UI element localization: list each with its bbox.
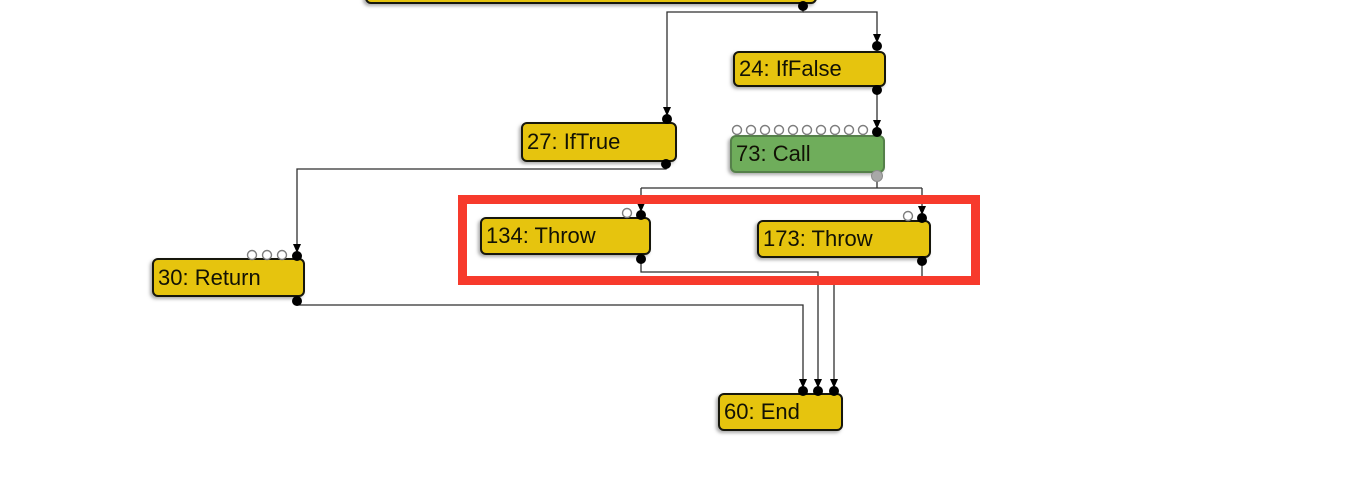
node-60-end[interactable]: 60: End [718, 393, 843, 431]
node-24-iffalse[interactable]: 24: IfFalse [733, 51, 886, 87]
open-port-icon [759, 124, 771, 136]
open-port-icon [815, 124, 827, 136]
open-port-icon [731, 124, 743, 136]
open-port-icon [829, 124, 841, 136]
edge-173-to-60 [833, 261, 923, 380]
node-73-call[interactable]: 73: Call [730, 135, 885, 173]
open-port-icon [801, 124, 813, 136]
edge-arrowhead-icon [918, 206, 926, 215]
edge-arrowhead-icon [873, 120, 881, 129]
edge-134-to-60 [640, 259, 819, 380]
port-dot [292, 296, 302, 306]
node-173-throw[interactable]: 173: Throw [757, 220, 931, 258]
node-top-partial[interactable] [365, 0, 817, 4]
node-134-throw[interactable]: 134: Throw [480, 217, 651, 255]
port-dot [872, 41, 882, 51]
edge-top-to-24 [803, 11, 878, 35]
edge-arrowhead-icon [663, 107, 671, 116]
open-port-icon [787, 124, 799, 136]
open-port-icon [857, 124, 869, 136]
edge-30-to-60 [296, 301, 804, 380]
open-port-icon [745, 124, 757, 136]
edge-arrowhead-icon [873, 34, 881, 43]
edge-arrowhead-icon [830, 379, 838, 388]
open-port-icon [843, 124, 855, 136]
node-27-iftrue[interactable]: 27: IfTrue [521, 122, 677, 162]
node-30-return[interactable]: 30: Return [152, 258, 305, 297]
edge-arrowhead-icon [637, 203, 645, 212]
edge-arrowhead-icon [799, 379, 807, 388]
open-port-icon [773, 124, 785, 136]
edge-arrowhead-icon [814, 379, 822, 388]
edge-arrowhead-icon [293, 244, 301, 253]
port-dot [636, 254, 646, 264]
